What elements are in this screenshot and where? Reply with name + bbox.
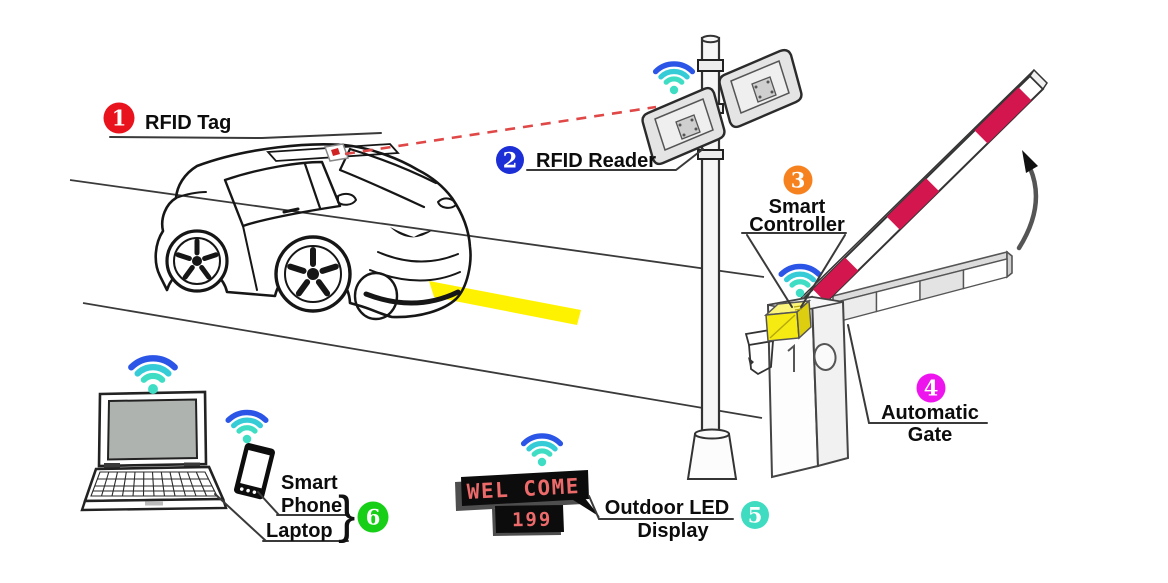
- wifi-icon: [524, 436, 561, 466]
- label-rfid-tag: RFID Tag: [145, 112, 231, 134]
- housing-side: [810, 295, 850, 468]
- car-illustration: [154, 143, 472, 321]
- housing-circle-detail: [813, 343, 837, 371]
- svg-text:2: 2: [503, 148, 518, 173]
- badge-5: [741, 501, 769, 529]
- rfid-reader-antennas: [641, 48, 803, 166]
- laptop-illustration: [80, 390, 228, 512]
- leader-smart-controller-left: [746, 234, 793, 308]
- label-smart-controller-2: Controller: [749, 214, 845, 236]
- label-smart-controller-1: Smart: [769, 196, 826, 218]
- label-automatic-gate-2: Gate: [908, 424, 952, 446]
- up-arrow-icon: [1016, 150, 1039, 251]
- leader-automatic-gate: [847, 324, 870, 424]
- led-pointer: [570, 497, 600, 517]
- car-door-handle: [282, 207, 300, 214]
- car-front-wheel-spokes: [287, 247, 339, 297]
- svg-text:4: 4: [924, 376, 939, 401]
- led-panel: [461, 470, 589, 506]
- leader-lines: [109, 132, 988, 542]
- arm-stripe: [886, 178, 940, 230]
- pole-base-cone: [686, 433, 738, 480]
- car-bumper-line-2: [369, 269, 461, 282]
- car-hatch-line: [175, 191, 207, 199]
- car-roof-panel: [266, 143, 400, 162]
- underline-rfid-tag: [109, 132, 382, 139]
- badge-4: [916, 373, 946, 403]
- svg-text:1: 1: [112, 106, 127, 131]
- car-body: [154, 143, 472, 319]
- road-far-edge: [69, 179, 765, 278]
- car-grille: [390, 227, 433, 238]
- phone-screen: [240, 450, 270, 489]
- label-rfid-reader: RFID Reader: [536, 150, 656, 172]
- wifi-icon: [131, 358, 174, 394]
- arm-stripe: [974, 87, 1032, 144]
- smart-controller-box: [763, 299, 812, 342]
- svg-text:5: 5: [748, 503, 763, 528]
- led-line2: 199: [512, 509, 553, 532]
- road: [69, 179, 765, 419]
- car-hood-line: [348, 147, 438, 185]
- pole-clamp: [697, 59, 724, 72]
- barrier-arm-raised: [797, 68, 1048, 318]
- laptop-screen: [106, 398, 199, 461]
- svg-text:3: 3: [791, 168, 806, 193]
- text-labels: RFID Tag RFID Reader Smart Controller Au…: [145, 112, 979, 544]
- badge-3: [783, 165, 813, 195]
- wifi-icon: [228, 412, 266, 443]
- housing-mark: [787, 343, 795, 372]
- label-outdoor-led-2: Display: [637, 520, 709, 542]
- svg-text:6: 6: [366, 505, 381, 530]
- led-line1: WEL COME: [466, 474, 580, 504]
- car-bumper-line-1: [377, 251, 459, 263]
- led-display-counter: 199: [492, 505, 564, 536]
- badge-6: [357, 501, 389, 533]
- label-automatic-gate-1: Automatic: [881, 402, 979, 424]
- pole-clamp: [697, 149, 724, 160]
- label-devices-smart: Smart: [281, 472, 338, 494]
- label-outdoor-led-1: Outdoor LED: [605, 497, 729, 519]
- speed-bump: [429, 281, 581, 325]
- leader-phone: [257, 491, 280, 516]
- smartphone-illustration: [234, 442, 275, 500]
- brace: }: [338, 486, 355, 544]
- car-side-window: [223, 160, 342, 228]
- underline-rfid-reader: [526, 148, 704, 171]
- road-near-edge: [82, 302, 763, 419]
- wifi-icon: [656, 64, 693, 94]
- leader-outdoor-led: [588, 495, 600, 520]
- badges: 1 2 3 4 5 6: [103, 102, 946, 533]
- leader-laptop: [214, 493, 267, 542]
- badge-1: [103, 102, 135, 134]
- car-pillar-line: [303, 162, 322, 210]
- led-display-welcome: WEL COME: [455, 470, 600, 517]
- label-devices-phone: Phone: [281, 495, 342, 517]
- car-headlight: [437, 197, 457, 209]
- arm-stripe: [812, 257, 859, 303]
- rfid-tag-mark: [331, 148, 340, 156]
- label-devices-laptop: Laptop: [266, 520, 333, 542]
- car-mirror: [337, 192, 357, 206]
- car-bumper-lip: [363, 289, 461, 306]
- car-door-line: [242, 225, 258, 291]
- car-rear-wheel-spokes: [175, 238, 219, 280]
- leader-smart-controller-right: [800, 234, 846, 308]
- car-windshield-line: [338, 147, 426, 209]
- badge-2: [496, 146, 524, 174]
